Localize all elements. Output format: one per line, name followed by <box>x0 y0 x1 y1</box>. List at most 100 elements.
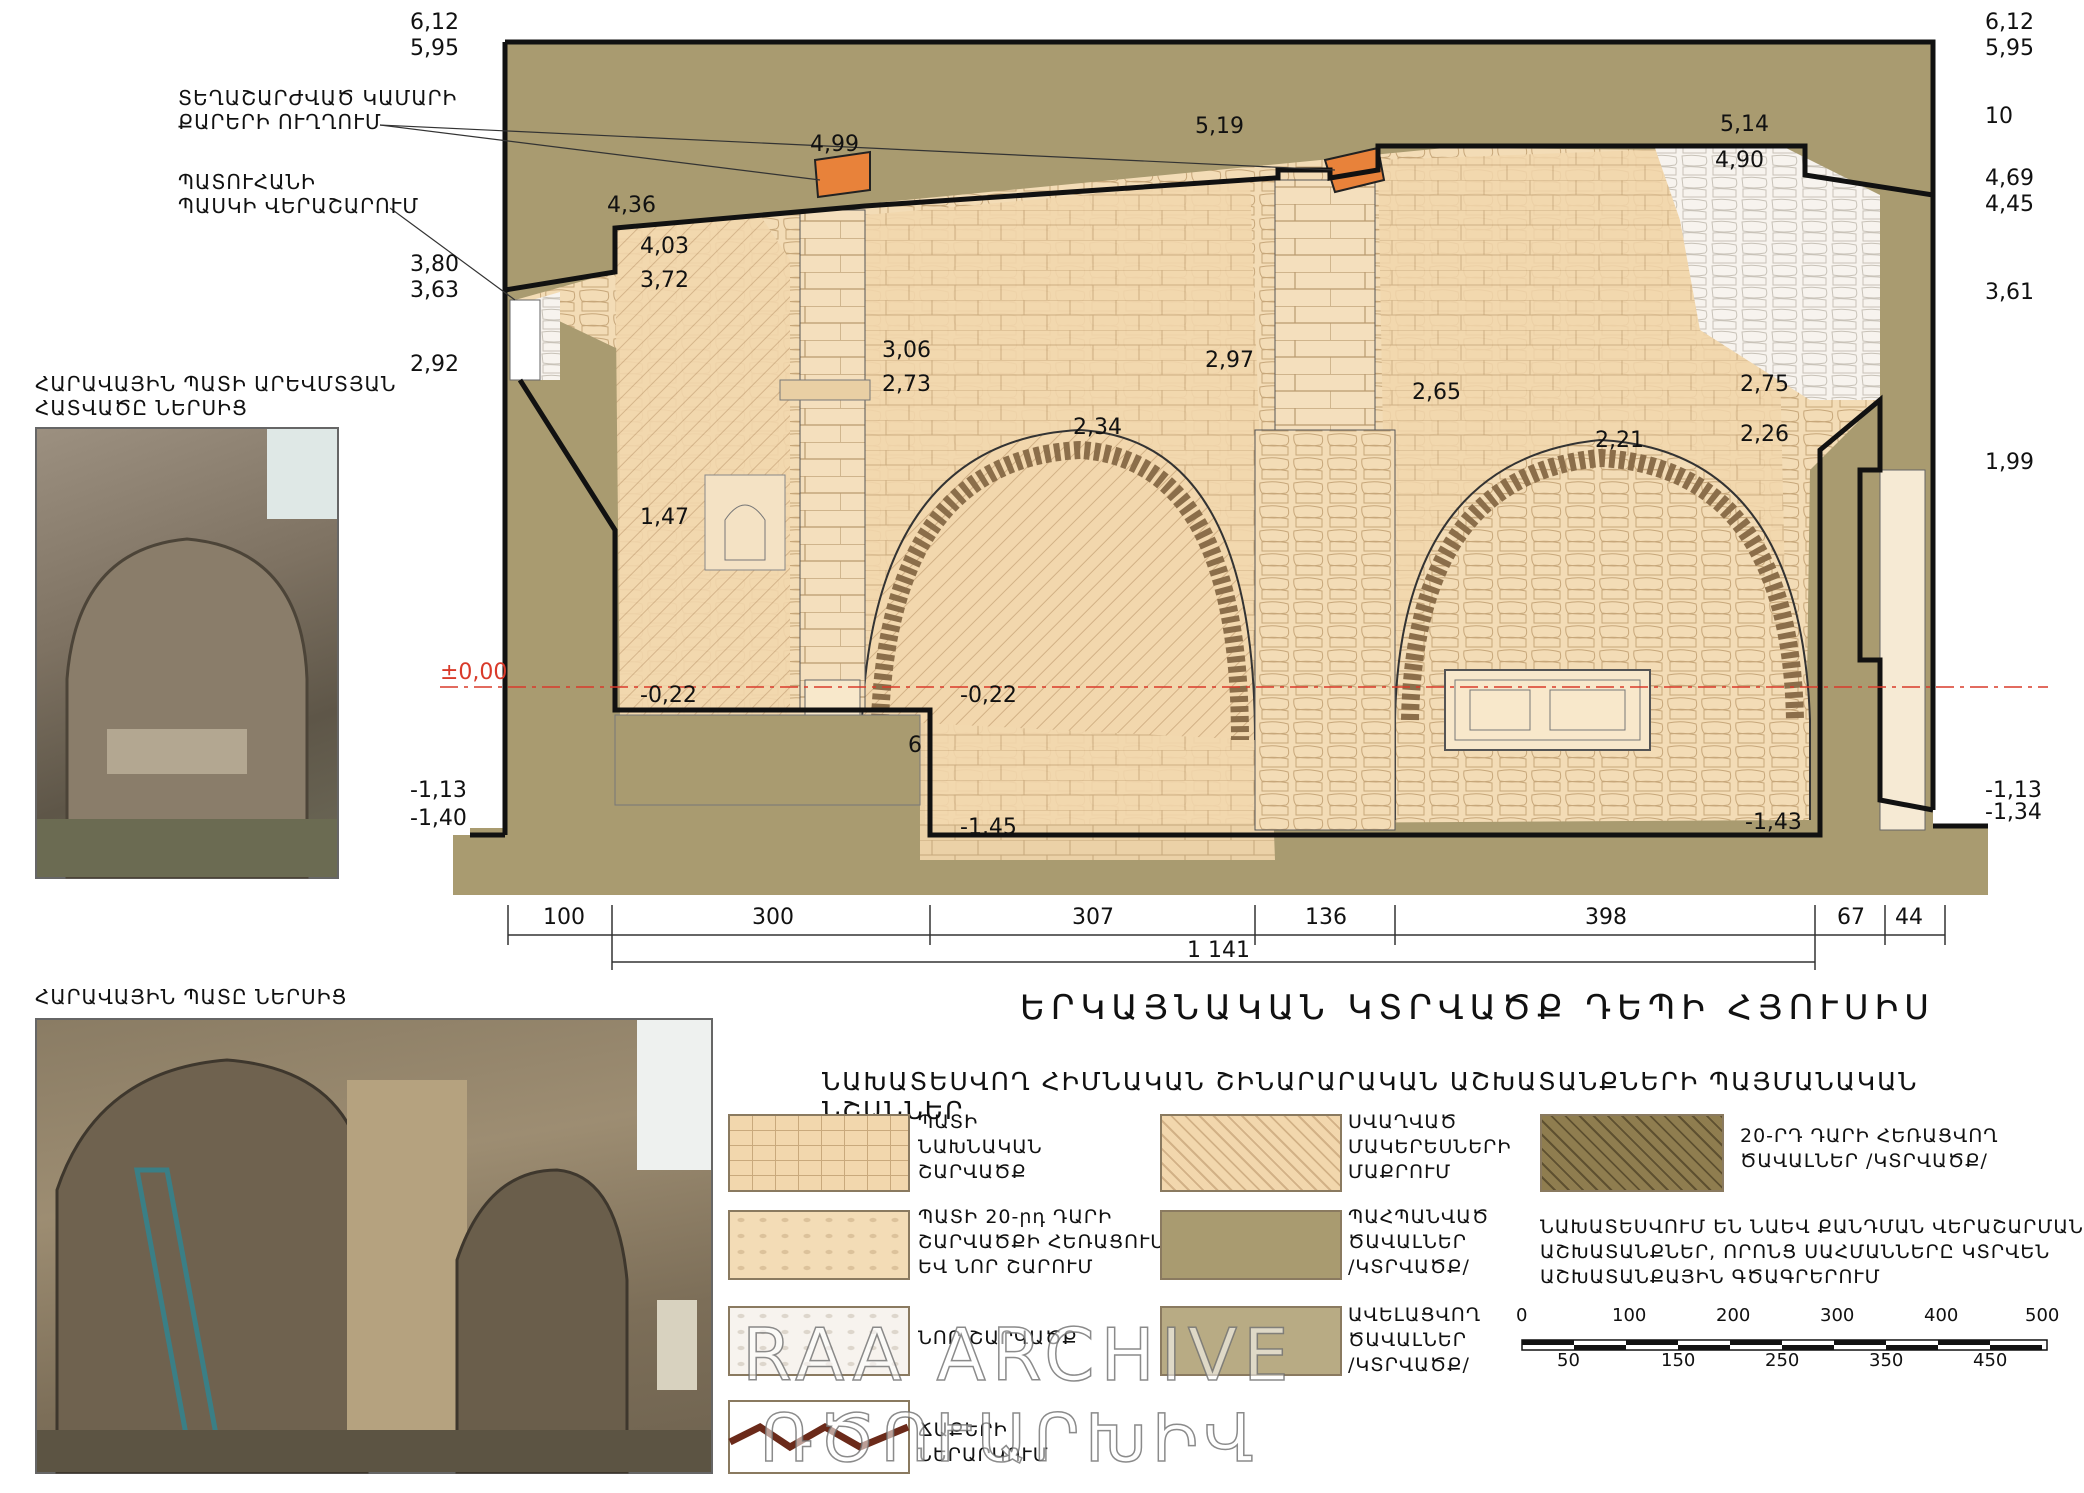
arch-left <box>861 428 1256 741</box>
scale-450: 450 <box>1973 1350 2008 1371</box>
legend-text-new: ՆՈՐ ՇԱՐՎԱԾՔ <box>918 1327 1078 1349</box>
elev-left-612: 6,12 <box>410 10 459 35</box>
pier-left <box>799 209 866 711</box>
watermark-line2: ՌԾՈՒԱՐԽԻՎ <box>759 1399 1260 1478</box>
section-outline-frame <box>505 39 1936 810</box>
legend-note: ՆԱԽԱՏԵՍՎՈՒՄ ԵՆ ՆԱԵՎ ՔԱՆԴՄԱՆ ՎԵՐԱՇԱՐՄԱՆ Ա… <box>1540 1216 2084 1288</box>
leader-1 <box>379 124 821 181</box>
elev-right-445: 4,45 <box>1985 192 2034 217</box>
section-title: ԵՐԿԱՅՆԱԿԱՆ ԿՏՐՎԱԾՔ ԴԵՊԻ ՀՅՈՒՍԻՍ <box>1020 988 1936 1028</box>
earth-block <box>614 714 921 806</box>
legend-swatch-rebuild <box>728 1210 910 1280</box>
elev-right-134: -1,34 <box>1985 800 2042 825</box>
elev-right-10: 10 <box>1985 104 2013 129</box>
section-outline-top <box>502 42 1934 293</box>
scale-400: 400 <box>1924 1305 1959 1326</box>
photo-west-interior <box>35 427 339 879</box>
scale-200: 200 <box>1716 1305 1751 1326</box>
scale-0: 0 <box>1516 1305 1528 1326</box>
leader-2 <box>379 124 1336 171</box>
arch-right-voussoirs <box>1401 448 1804 721</box>
mark-265: 2,65 <box>1412 380 1461 405</box>
elev-left-363: 3,63 <box>410 278 459 303</box>
dim-136: 136 <box>1305 905 1347 930</box>
scale-50: 50 <box>1557 1350 1580 1371</box>
scale-350: 350 <box>1869 1350 1904 1371</box>
scale-300: 300 <box>1820 1305 1855 1326</box>
mark-226: 2,26 <box>1740 422 1789 447</box>
legend-swatch-preserved <box>1160 1210 1342 1280</box>
elev-left-292: 2,92 <box>410 352 459 377</box>
mark-499: 4,99 <box>810 132 859 157</box>
inscription-pattern <box>1454 679 1641 741</box>
legend-swatch-cracks <box>728 1400 910 1474</box>
scale-500: 500 <box>2025 1305 2060 1326</box>
legend-swatch-cleaned <box>1160 1114 1342 1192</box>
dim-67: 67 <box>1837 905 1865 930</box>
mark-022b: -0,22 <box>960 683 1017 708</box>
legend-text-removed: 20-ՐԴ ԴԱՐԻ ՀԵՌԱՑՎՈՂ ԾԱՎԱԼՆԵՐ /ԿՏՐՎԱԾՔ/ <box>1740 1125 1999 1172</box>
mark-147: 1,47 <box>640 505 689 530</box>
dim-44: 44 <box>1895 905 1923 930</box>
pier-bottom <box>1254 429 1396 831</box>
leader-3 <box>389 207 516 301</box>
mark-143: -1,43 <box>1745 810 1802 835</box>
mark-519: 5,19 <box>1195 114 1244 139</box>
elev-right-595: 5,95 <box>1985 36 2034 61</box>
legend-swatch-removed <box>1540 1114 1724 1192</box>
scale-bar <box>1521 1339 2048 1351</box>
callout-parapet: ՊԱՏՈՒՀԱՆԻ ՊԱՍԿԻ ՎԵՐԱՇԱՐՈՒՄ <box>178 170 420 218</box>
photo-south-arches <box>37 1020 711 1474</box>
mark-145: -1,45 <box>960 815 1017 840</box>
moved-stone-1 <box>813 150 871 199</box>
mark-372: 3,72 <box>640 268 689 293</box>
scale-100: 100 <box>1612 1305 1647 1326</box>
legend-text-cracks: ՃԱՔԵՐԻ ՆԵՐԱՐԿՈՒՄ <box>918 1419 1049 1466</box>
scale-150: 150 <box>1661 1350 1696 1371</box>
cornice <box>779 379 871 401</box>
dim-398: 398 <box>1585 905 1627 930</box>
scale-250: 250 <box>1765 1350 1800 1371</box>
photo-south-caption: ՀԱՐԱՎԱՅԻՆ ՊԱՏԸ ՆԵՐՍԻՑ <box>35 985 348 1009</box>
mark-436: 4,36 <box>607 193 656 218</box>
elev-right-469: 4,69 <box>1985 166 2034 191</box>
datum-label: ±0,00 <box>440 660 508 685</box>
elev-left-595: 5,95 <box>410 36 459 61</box>
legend-title: ՆԱԽԱՏԵՍՎՈՂ ՀԻՄՆԱԿԱՆ ՇԻՆԱՐԱՐԱԿԱՆ ԱՇԽԱՏԱՆՔ… <box>822 1067 1919 1125</box>
right-opening <box>1879 469 1926 831</box>
elev-left-140: -1,40 <box>410 806 467 831</box>
window-arch <box>724 504 766 561</box>
moved-stone-2 <box>1323 146 1386 194</box>
elev-right-612: 6,12 <box>1985 10 2034 35</box>
window-ornament <box>704 474 786 571</box>
mark-490: 4,90 <box>1715 148 1764 173</box>
section-outline-inner <box>517 378 1934 838</box>
elev-left-380: 3,80 <box>410 252 459 277</box>
legend-text-preserved: ՊԱՀՊԱՆՎԱԾ ԾԱՎԱԼՆԵՐ /ԿՏՐՎԱԾՔ/ <box>1348 1206 1490 1278</box>
mark-221: 2,21 <box>1595 428 1644 453</box>
watermark-line1: RAA ARCHIVE <box>741 1312 1295 1398</box>
mark-273: 2,73 <box>882 372 931 397</box>
mark-6: 6 <box>908 733 922 758</box>
elev-left-113: -1,13 <box>410 778 467 803</box>
legend-text-original: ՊԱՏԻ ՆԱԽՆԱԿԱՆ ՇԱՐՎԱԾՔ <box>918 1111 1043 1183</box>
legend-text-cleaned: ՍՎԱՂՎԱԾ ՄԱԿԵՐԵՍՆԵՐԻ ՄԱՔՐՈՒՄ <box>1348 1111 1512 1183</box>
crack-line-icon <box>728 1422 910 1452</box>
mark-234: 2,34 <box>1073 415 1122 440</box>
elev-right-361: 3,61 <box>1985 280 2034 305</box>
dim-307: 307 <box>1072 905 1114 930</box>
elev-right-199: 1,99 <box>1985 450 2034 475</box>
left-opening <box>509 299 541 381</box>
dim-100: 100 <box>543 905 585 930</box>
mark-306: 3,06 <box>882 338 931 363</box>
legend-text-rebuild: ՊԱՏԻ 20-րդ ԴԱՐԻ ՇԱՐՎԱԾՔԻ ՀԵՌԱՑՈՒՄ ԵՎ ՆՈՐ… <box>918 1206 1167 1278</box>
new-masonry-top <box>1655 145 1880 400</box>
legend-swatch-original <box>728 1114 910 1192</box>
footing-lines <box>470 823 1988 838</box>
photo-south-interior <box>35 1018 713 1474</box>
pier-top <box>1274 179 1376 431</box>
mark-022a: -0,22 <box>640 683 697 708</box>
cleaned-surface-left <box>615 215 790 720</box>
legend-text-added: ԱՎԵԼԱՑՎՈՂ ԾԱՎԱԼՆԵՐ /ԿՏՐՎԱԾՔ/ <box>1348 1304 1482 1376</box>
